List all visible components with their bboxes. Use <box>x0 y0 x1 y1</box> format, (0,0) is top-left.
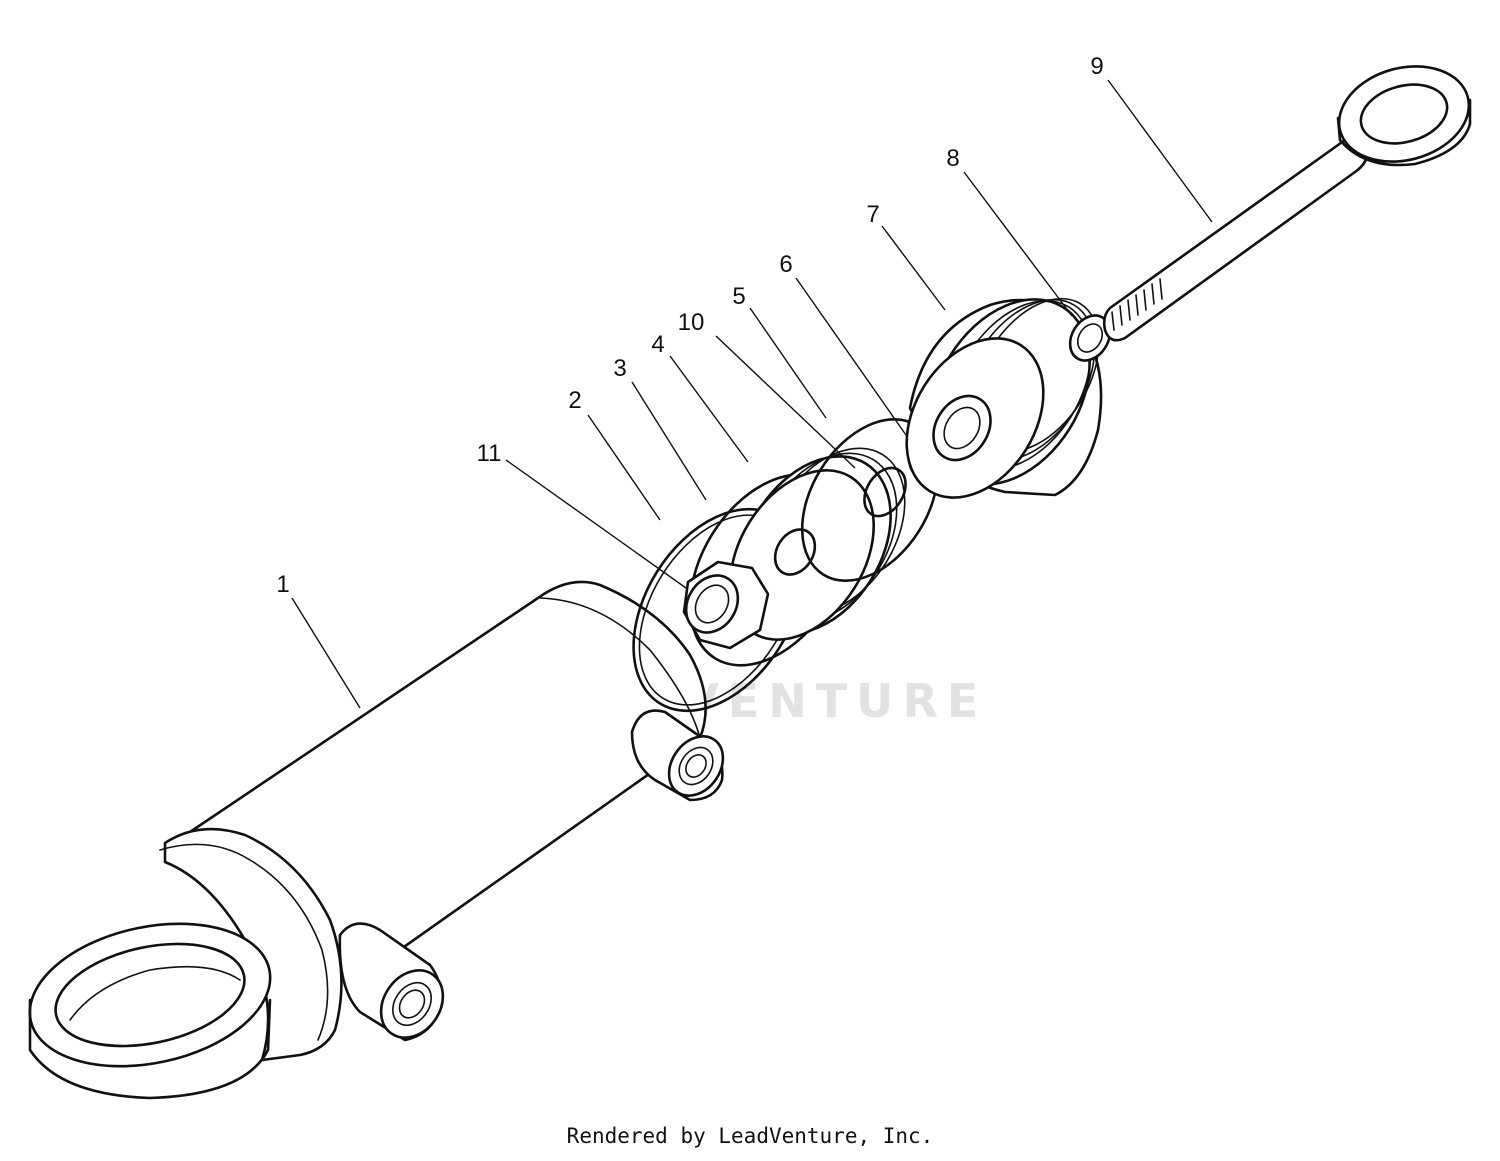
part-7-gland <box>905 297 1103 499</box>
callout-labels: 1 2 3 4 10 5 6 7 8 9 11 <box>276 53 1103 598</box>
footer-credit: Rendered by LeadVenture, Inc. <box>566 1124 934 1148</box>
part-11-hex-nut <box>682 560 770 650</box>
callout-10: 10 <box>678 309 705 336</box>
part-10-seal <box>863 466 907 518</box>
callout-2: 2 <box>568 387 581 414</box>
part-9-piston-rod <box>1102 65 1472 342</box>
leader-lines <box>291 79 1213 709</box>
part-1-cylinder-barrel <box>28 580 725 1100</box>
callout-8: 8 <box>946 145 959 172</box>
callout-11: 11 <box>477 440 502 467</box>
callout-6: 6 <box>779 251 792 278</box>
callout-9: 9 <box>1090 53 1103 80</box>
callout-1: 1 <box>276 571 289 598</box>
callout-7: 7 <box>866 201 879 228</box>
callout-3: 3 <box>613 355 626 382</box>
callout-4: 4 <box>651 331 664 358</box>
part-8-rod-seal <box>1068 314 1112 362</box>
callout-5: 5 <box>732 283 745 310</box>
